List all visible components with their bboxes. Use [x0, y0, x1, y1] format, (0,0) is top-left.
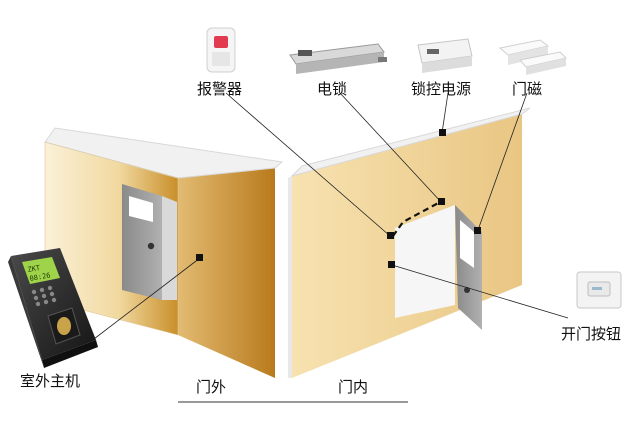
inside-door: [395, 205, 482, 330]
alarm-device: [206, 27, 236, 73]
outdoor-main-unit-device: [8, 248, 98, 368]
label-outdoor-main-unit: 室外主机: [20, 372, 81, 390]
label-exit-button: 开门按钮: [561, 325, 622, 343]
lock-power-supply-device: [417, 38, 473, 73]
label-door-outside: 门外: [196, 378, 227, 396]
label-door-inside: 门内: [338, 378, 369, 396]
label-electric-lock: 电锁: [317, 80, 348, 98]
outside-door: [122, 184, 177, 300]
wiring-markers: [196, 129, 481, 268]
label-lock-power-supply: 锁控电源: [411, 80, 472, 98]
electric-lock-device: [289, 43, 387, 74]
device-screen-line2: 08:26: [29, 271, 51, 283]
label-alarm: 报警器: [197, 80, 243, 98]
inside-wall: [288, 107, 531, 378]
door-magnet-device: [498, 39, 567, 75]
outside-wall: [44, 127, 284, 378]
label-door-magnet: 门磁: [512, 80, 543, 98]
device-screen-line1: ZKT: [27, 264, 42, 274]
exit-button-device: [576, 271, 622, 309]
leader-lines: [89, 92, 569, 343]
